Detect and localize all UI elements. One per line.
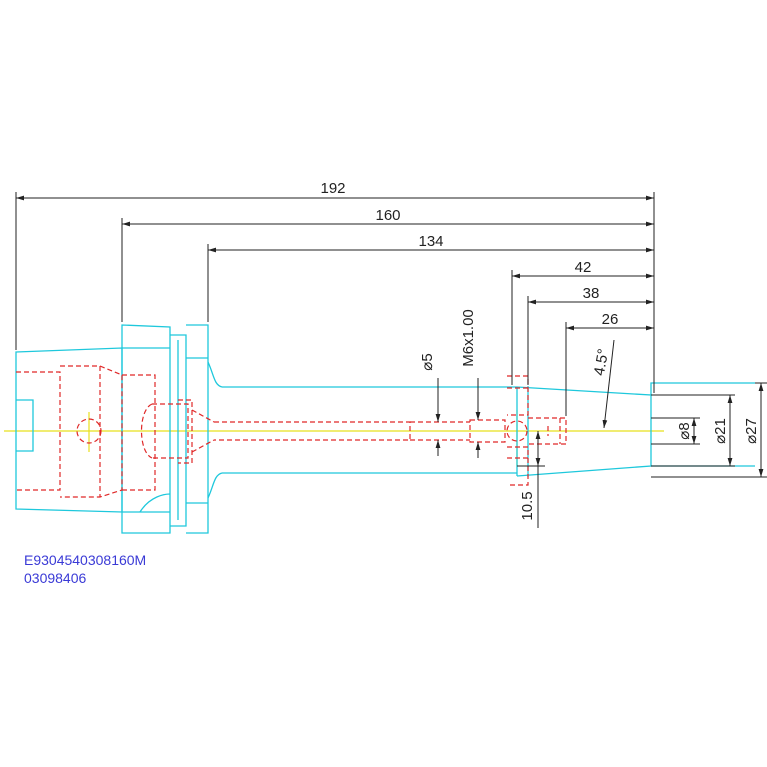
dim-192-label: 192 (320, 180, 345, 197)
dim-42-label: 42 (575, 259, 592, 276)
dia8-label: ⌀8 (676, 422, 693, 439)
dim-134-label: 134 (418, 233, 443, 250)
dia27-label: ⌀27 (743, 418, 760, 444)
hidden-lines (16, 365, 567, 498)
dia5-label: ⌀5 (419, 353, 436, 370)
part-code-line1: E9304540308160M (24, 552, 146, 568)
dim-160-label: 160 (375, 207, 400, 224)
tool-holder-outline (15, 324, 755, 534)
part-code-line2: 03098406 (24, 570, 87, 586)
dia21-label: ⌀21 (712, 418, 729, 444)
angle-label: 4.5° (591, 348, 612, 377)
dim-26-label: 26 (602, 311, 619, 328)
dim-38-label: 38 (583, 285, 600, 302)
dimension-lines (15, 192, 767, 528)
dim-10-5-label: 10.5 (519, 491, 536, 520)
thread-label: M6x1.00 (460, 309, 477, 367)
